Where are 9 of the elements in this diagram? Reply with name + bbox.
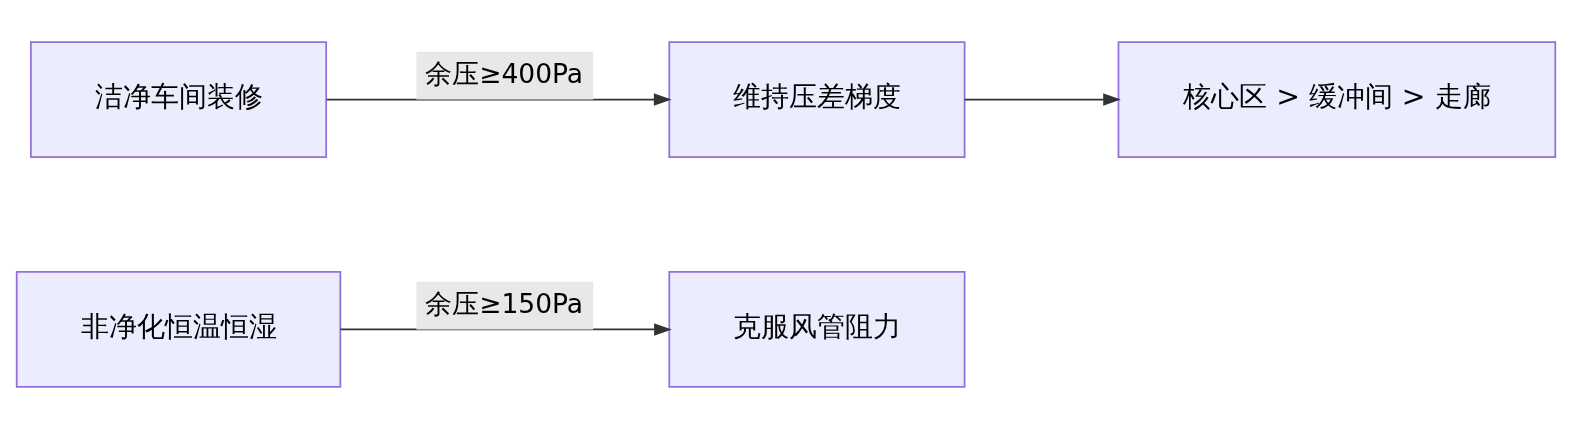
edge-label: 余压≥400Pa [425,57,584,89]
edge-label: 余压≥150Pa [425,287,584,319]
node-box: 克服风管阻力 [668,270,966,388]
node-box: 核心区 > 缓冲间 > 走廊 [1117,40,1557,158]
node-box: 维持压差梯度 [668,40,966,158]
node-box: 洁净车间装修 [29,40,328,158]
node-box: 非净化恒温恒湿 [15,270,342,388]
arrow [963,92,1121,106]
arrow [339,322,672,336]
